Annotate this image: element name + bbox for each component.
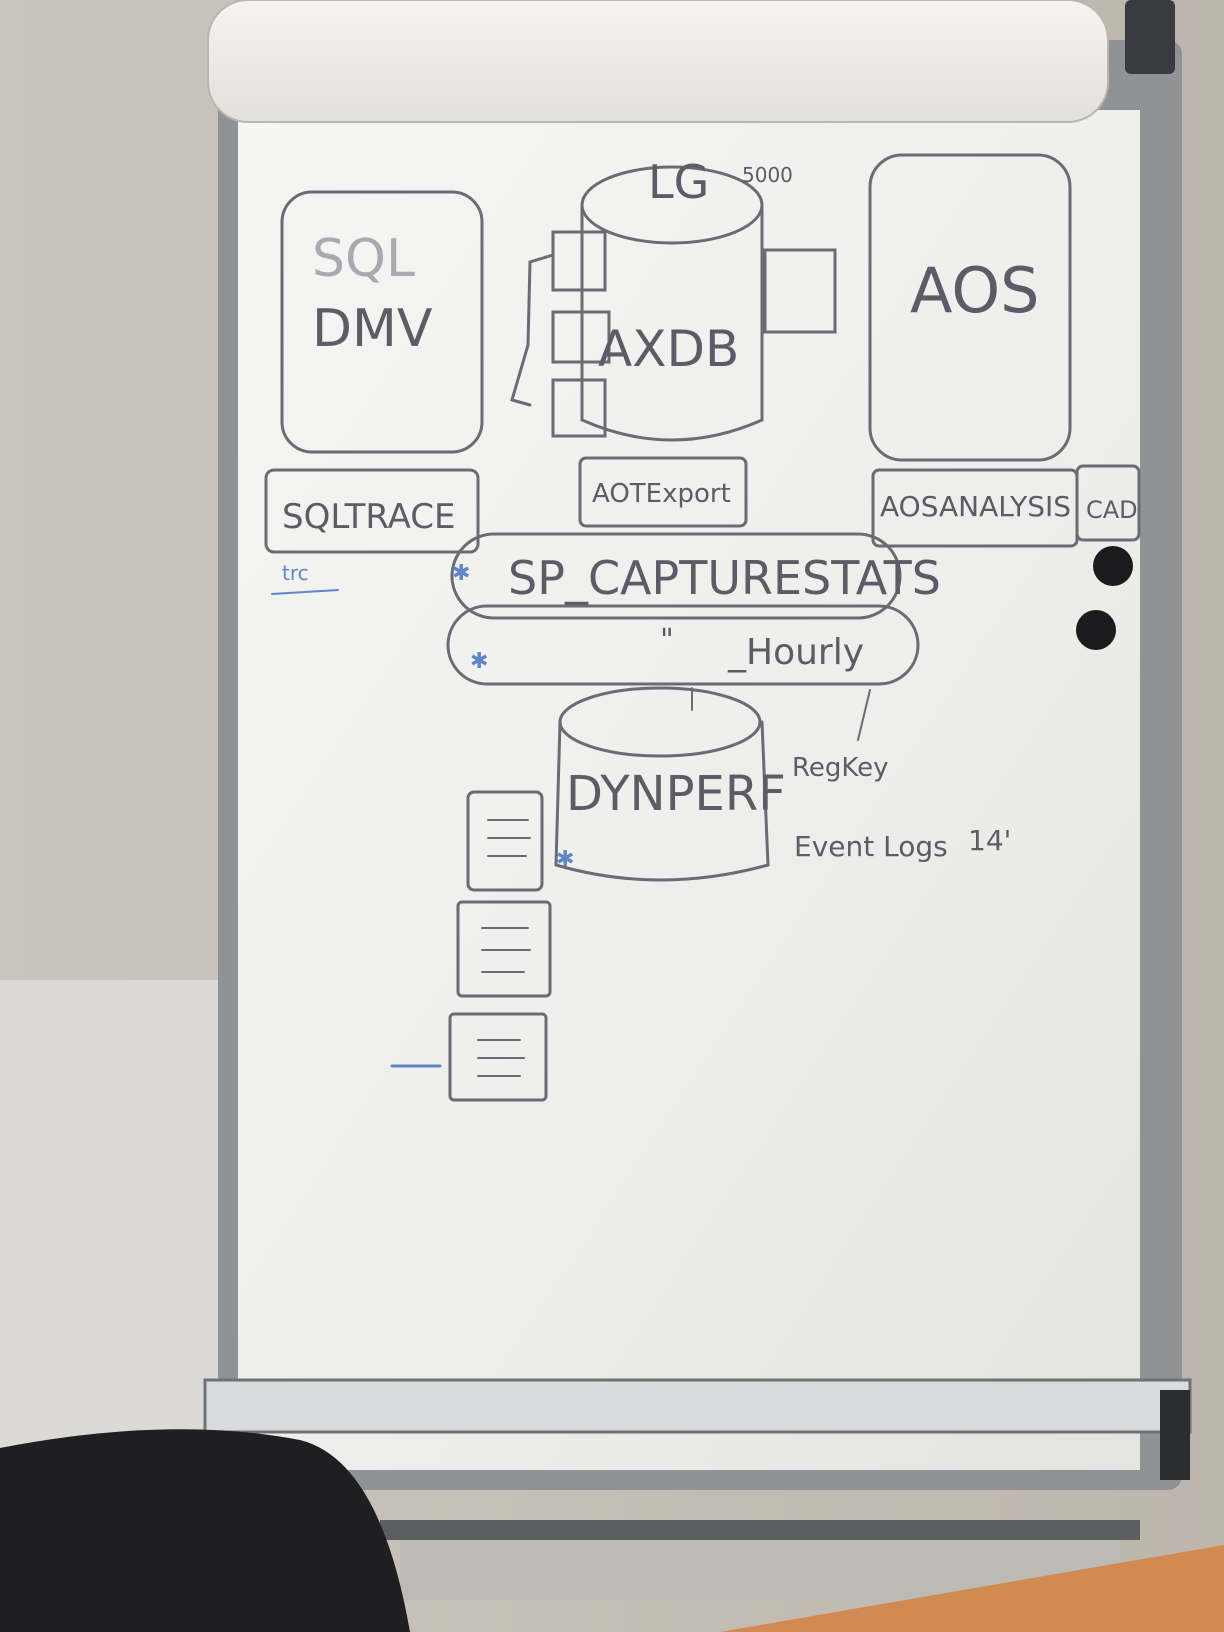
label-dynperf: DYNPERF bbox=[566, 766, 786, 822]
chair-back bbox=[0, 1429, 410, 1632]
label-eventlogs-note: 14' bbox=[968, 824, 1011, 857]
aotexport-box bbox=[578, 456, 748, 528]
page-3 bbox=[448, 1012, 548, 1102]
dynperf-cylinder-body bbox=[554, 720, 770, 882]
axdb-cylinder-body bbox=[580, 203, 764, 442]
magnet-top bbox=[1093, 546, 1133, 586]
label-trc: trc bbox=[282, 561, 309, 585]
label-aosanalysis: AOSANALYSIS bbox=[880, 490, 1071, 523]
label-lg: LG bbox=[648, 155, 709, 209]
magnet-bottom bbox=[1076, 610, 1116, 650]
easel-clamp bbox=[1160, 1390, 1190, 1480]
axdb-bracket bbox=[510, 253, 555, 407]
axdb-table-3 bbox=[551, 378, 607, 438]
label-sql: SQL bbox=[312, 229, 415, 289]
whiteboard bbox=[238, 110, 1140, 1470]
roll-clip bbox=[1125, 0, 1175, 74]
axdb-table-1 bbox=[551, 230, 607, 292]
asterisk-icon: ✱ bbox=[470, 649, 488, 674]
label-sqltrace: SQLTRACE bbox=[282, 497, 456, 537]
paper-roll bbox=[207, 0, 1109, 123]
sqltrace-box bbox=[264, 468, 480, 554]
page-1 bbox=[466, 790, 544, 892]
pen-tray bbox=[203, 1378, 1192, 1434]
hourly-connector bbox=[691, 687, 871, 741]
blue-asterisks: ✱ ✱ ✱ bbox=[452, 561, 574, 872]
label-eventlogs: Event Logs bbox=[794, 830, 948, 863]
page-2 bbox=[456, 900, 552, 998]
table-corner bbox=[720, 1545, 1224, 1632]
axdb-table-2 bbox=[551, 310, 611, 364]
label-ditto: " bbox=[660, 623, 674, 658]
asterisk-icon: ✱ bbox=[452, 561, 470, 586]
page-lines bbox=[477, 819, 531, 1077]
label-hourly: _Hourly bbox=[727, 632, 864, 673]
hourly-pill bbox=[446, 604, 920, 686]
label-sp-capturestats: SP_CAPTURESTATS bbox=[508, 551, 941, 605]
board-labels: LG 5000 SQL DMV AXDB AOS SQLTRACE AOTExp… bbox=[282, 155, 1138, 863]
label-lg-note: 5000 bbox=[742, 163, 793, 187]
axdb-table-4 bbox=[763, 248, 837, 334]
aos-box bbox=[868, 153, 1072, 462]
label-aos: AOS bbox=[910, 254, 1039, 327]
label-regkey: RegKey bbox=[792, 753, 889, 783]
label-cad: CAD bbox=[1086, 496, 1138, 524]
label-aotexport: AOTExport bbox=[592, 479, 731, 509]
trc-underline bbox=[271, 589, 339, 595]
easel-base bbox=[380, 1520, 1140, 1540]
asterisk-icon: ✱ bbox=[556, 847, 574, 872]
cad-box bbox=[1075, 464, 1141, 542]
label-axdb: AXDB bbox=[598, 320, 739, 378]
drawing-group bbox=[264, 153, 1141, 1102]
sql-dmv-box bbox=[280, 190, 484, 454]
label-dmv: DMV bbox=[312, 299, 433, 359]
sp-capturestats-pill bbox=[450, 532, 902, 620]
